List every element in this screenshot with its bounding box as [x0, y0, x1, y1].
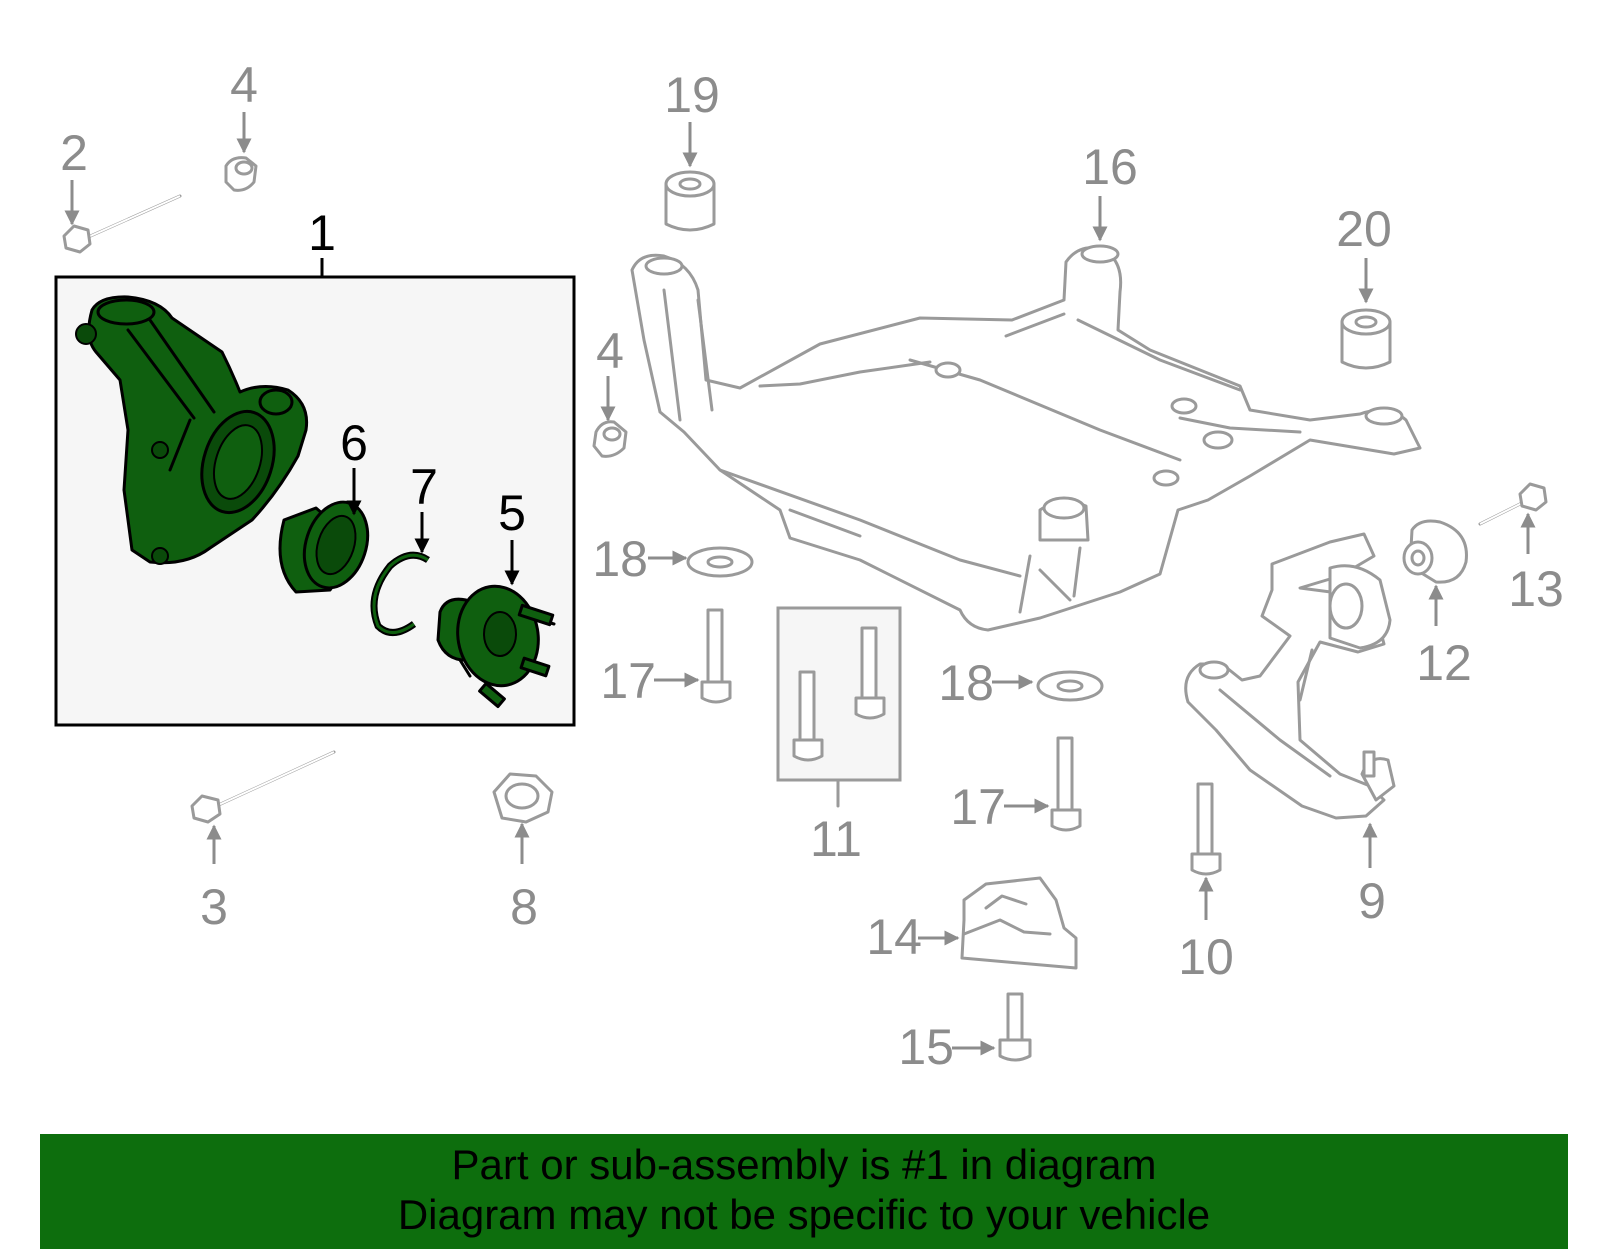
part-18-washer-lower[interactable] [1036, 670, 1104, 702]
callout-1[interactable]: 1 [308, 205, 336, 261]
callout-14[interactable]: 14 [866, 909, 922, 965]
callout-18-lower[interactable]: 18 [938, 655, 994, 711]
part-15-bolt[interactable] [998, 992, 1032, 1062]
callout-7[interactable]: 7 [410, 459, 438, 515]
part-8-nut[interactable] [492, 772, 554, 824]
callout-20[interactable]: 20 [1336, 201, 1392, 257]
callout-4-top[interactable]: 4 [230, 57, 258, 113]
callout-19[interactable]: 19 [664, 67, 720, 123]
steering-knuckle[interactable] [75, 295, 309, 565]
part-4-nut-middle[interactable] [592, 420, 628, 458]
part-2-bolt[interactable] [62, 194, 182, 254]
callout-4-mid[interactable]: 4 [596, 323, 624, 379]
callout-5[interactable]: 5 [498, 485, 526, 541]
callout-13[interactable]: 13 [1508, 561, 1564, 617]
callout-8[interactable]: 8 [510, 879, 538, 935]
callout-15[interactable]: 15 [898, 1019, 954, 1075]
callout-9[interactable]: 9 [1358, 873, 1386, 929]
callout-3[interactable]: 3 [200, 879, 228, 935]
assembly-1-group[interactable] [54, 258, 576, 727]
part-4-nut-top[interactable] [224, 156, 258, 192]
part-19-bushing[interactable] [664, 170, 716, 232]
part-20-bushing[interactable] [1340, 308, 1392, 370]
part-3-bolt[interactable] [190, 750, 336, 824]
snap-ring[interactable] [370, 551, 430, 636]
part-10-bolt[interactable] [1190, 782, 1222, 876]
part-12-bushing[interactable] [1402, 519, 1468, 584]
callout-18-upper[interactable]: 18 [592, 531, 648, 587]
callout-16[interactable]: 16 [1082, 139, 1138, 195]
subframe[interactable] [630, 244, 1422, 632]
part-17-bolt-right[interactable] [1050, 736, 1082, 832]
part-18-washer-upper[interactable] [686, 546, 754, 578]
part-17-bolt-left[interactable] [700, 608, 732, 704]
banner-line-2: Diagram may not be specific to your vehi… [397, 1191, 1211, 1238]
callout-17-left[interactable]: 17 [600, 653, 656, 709]
callout-6[interactable]: 6 [340, 415, 368, 471]
callout-10[interactable]: 10 [1178, 929, 1234, 985]
info-banner: Part or sub-assembly is #1 in diagram Di… [40, 1134, 1568, 1249]
callout-17-right[interactable]: 17 [950, 779, 1006, 835]
wheel-bearing[interactable] [278, 494, 378, 596]
part-11-bolt-kit[interactable] [776, 606, 902, 808]
part-13-bolt[interactable] [1478, 482, 1548, 526]
callout-2[interactable]: 2 [60, 125, 88, 181]
wheel-hub[interactable] [436, 580, 556, 709]
banner-line-1: Part or sub-assembly is #1 in diagram [451, 1141, 1157, 1188]
callout-11[interactable]: 11 [810, 811, 862, 867]
part-14-bracket[interactable] [960, 876, 1078, 970]
part-9-control-arm[interactable] [1184, 532, 1396, 820]
callout-12[interactable]: 12 [1416, 635, 1472, 691]
